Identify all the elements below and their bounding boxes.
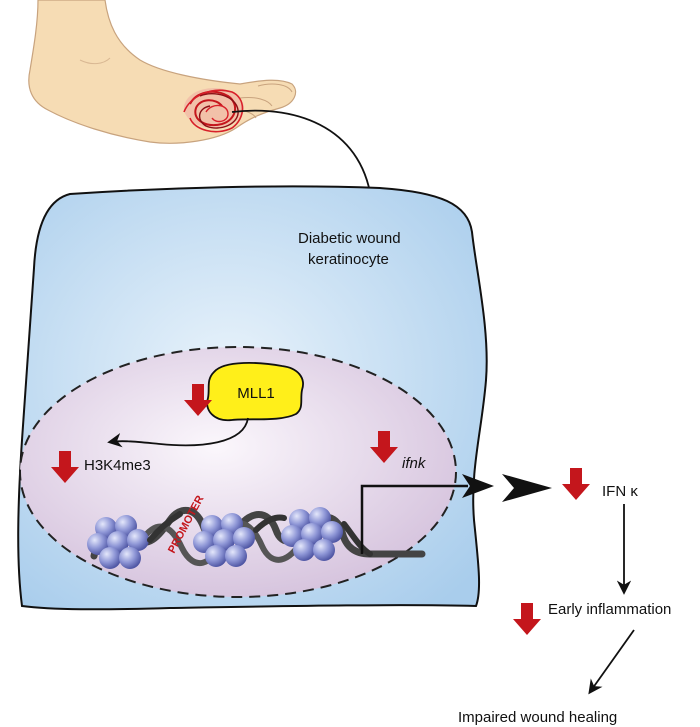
h3k4me3-label: H3K4me3 xyxy=(84,457,151,474)
export-arrow xyxy=(502,474,552,502)
early-inflammation-label: Early inflammation xyxy=(548,601,671,618)
wound-icon xyxy=(183,88,244,133)
mll1-to-h3k4me3-arrow xyxy=(107,417,249,448)
mll1-protein: MLL1 xyxy=(206,362,304,422)
ifn-protein-decrease-arrow xyxy=(562,468,590,500)
cell-label-line2: keratinocyte xyxy=(308,251,389,268)
inflammation-decrease-arrow xyxy=(513,603,541,635)
transcription-start-arrow xyxy=(360,474,494,554)
inflammation-to-healing-arrow xyxy=(588,629,635,695)
impaired-healing-label: Impaired wound healing xyxy=(458,709,617,726)
ifn-protein-label: IFN κ xyxy=(602,483,638,500)
ifnk-gene-label: ifnk xyxy=(402,455,427,472)
foot-to-cell-arrow xyxy=(231,109,379,209)
mll1-label: MLL1 xyxy=(237,385,275,402)
foot-illustration xyxy=(28,0,297,144)
dna-front-segments xyxy=(147,511,373,557)
cell-label-line1: Diabetic wound xyxy=(298,230,401,247)
